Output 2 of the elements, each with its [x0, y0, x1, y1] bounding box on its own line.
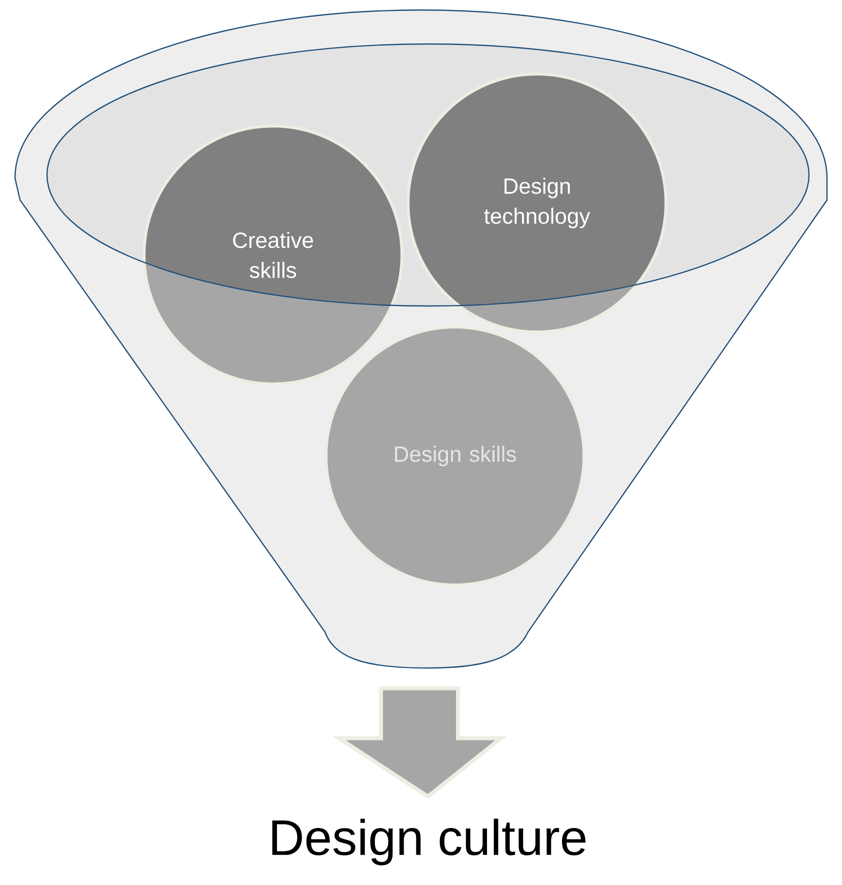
result-text: Design culture: [272, 818, 586, 866]
block-arrow: [332, 686, 507, 799]
